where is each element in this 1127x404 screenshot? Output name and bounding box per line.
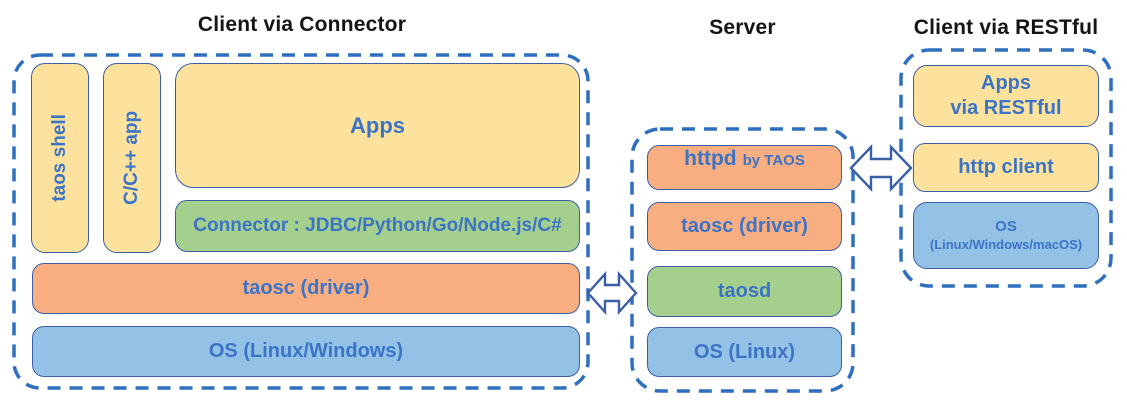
server-os-box: OS (Linux) [647, 327, 842, 377]
restful-apps-label-line2: via RESTful [950, 97, 1062, 119]
connector-label: Connector : JDBC/Python/Go/Node.js/C# [193, 215, 562, 237]
cpp-app-label: C/C++ app [121, 111, 143, 205]
client-restful-title: Client via RESTful [913, 16, 1099, 39]
httpd-label: httpd [684, 147, 737, 170]
client-taosc-box: taosc (driver) [32, 263, 580, 314]
taosd-label: taosd [717, 280, 772, 302]
apps-box: Apps [175, 63, 580, 188]
client-connector-container [12, 53, 590, 390]
client-taosc-label: taosc (driver) [242, 277, 370, 299]
taos-shell-label: taos shell [49, 114, 71, 202]
server-title: Server [709, 16, 776, 39]
connector-box: Connector : JDBC/Python/Go/Node.js/C# [175, 200, 580, 252]
taosd-box: taosd [647, 266, 842, 317]
client-os-box: OS (Linux/Windows) [32, 326, 580, 377]
server-container [630, 127, 855, 393]
server-taosc-box: taosc (driver) [647, 202, 842, 251]
http-client-label: http client [958, 156, 1054, 178]
restful-os-box: OS (Linux/Windows/macOS) [913, 202, 1099, 269]
restful-apps-label-line1: Apps [981, 72, 1031, 94]
arrow-server-restful-icon [849, 144, 913, 192]
taos-shell-box: taos shell [31, 63, 89, 253]
client-os-label: OS (Linux/Windows) [208, 340, 404, 362]
http-client-box: http client [913, 143, 1099, 192]
client-connector-title: Client via Connector [197, 13, 407, 36]
apps-label: Apps [350, 112, 405, 138]
httpd-by-taos-label: by TAOS [742, 152, 805, 169]
restful-os-label-line1: OS [995, 218, 1017, 235]
restful-os-label-line2: (Linux/Windows/macOS) [929, 236, 1083, 252]
restful-apps-box: Apps via RESTful [913, 65, 1099, 127]
cpp-app-box: C/C++ app [103, 63, 161, 253]
server-os-label: OS (Linux) [693, 340, 796, 363]
httpd-box: httpd by TAOS [647, 145, 842, 190]
server-taosc-label: taosc (driver) [681, 215, 808, 237]
arrow-client-server-icon [586, 270, 638, 316]
